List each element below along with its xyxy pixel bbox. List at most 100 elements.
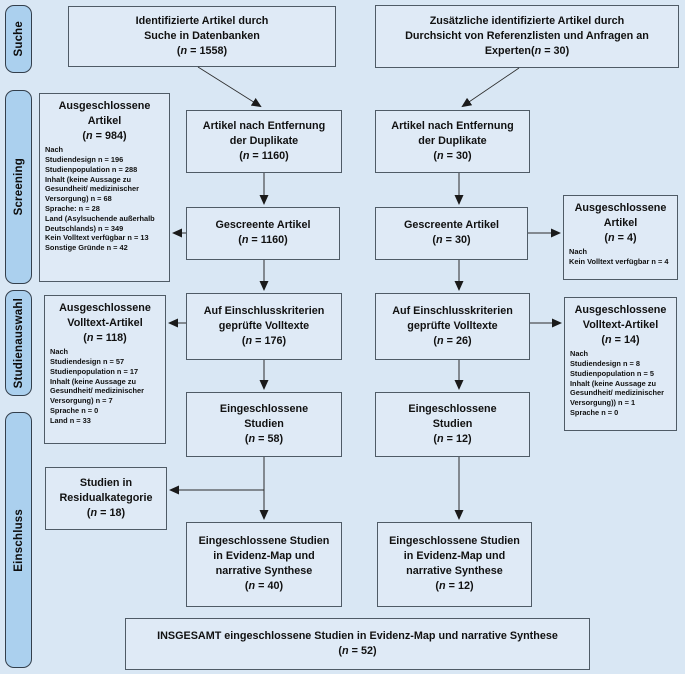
title-line: der Duplikate xyxy=(229,134,299,147)
detail-line: Inhalt (keine Aussage zu Gesundheit/ med… xyxy=(45,174,140,204)
box-title: Eingeschlossene Studien in Evidenz-Map un… xyxy=(199,534,330,579)
title-line: in Evidenz-Map und xyxy=(213,550,315,563)
detail-line: Nach xyxy=(50,347,69,357)
title-line: Artikel nach Entfernung xyxy=(202,119,326,132)
title-line: Artikel xyxy=(603,216,638,229)
title-line: Ausgeschlossene xyxy=(574,202,667,214)
title-line: Ausgeschlossene xyxy=(574,304,667,316)
box-count: (n = 176) xyxy=(241,334,287,347)
sidebar-tab-suche: Suche xyxy=(5,5,32,73)
detail-line: Nach xyxy=(570,349,589,359)
box-count: (n = 1160) xyxy=(238,234,288,247)
detail-line: Sonstige Gründe n = 42 xyxy=(45,243,128,253)
detail-line: Land n = 33 xyxy=(50,415,91,425)
box-total-included: INSGESAMT eingeschlossene Studien in Evi… xyxy=(125,618,590,670)
detail-line: Kein Volltext verfügbar n = 13 xyxy=(45,233,149,243)
title-line: Eingeschlossene xyxy=(408,402,497,415)
box-title: Auf Einschlusskriterien geprüfte Volltext… xyxy=(392,304,513,334)
box-additional-identified-articles: Zusätzliche identifizierte Artikel durch… xyxy=(375,5,679,68)
detail-line: Studienpopulation n = 5 xyxy=(570,368,654,378)
title-line: narrative Synthese xyxy=(215,565,313,578)
detail-line: Sprache: n = 28 xyxy=(45,204,100,214)
title-line: Eingeschlossene Studien xyxy=(389,535,520,548)
arrow-t2-b1 xyxy=(461,67,520,108)
box-evidence-map-left: Eingeschlossene Studien in Evidenz-Map un… xyxy=(186,522,342,607)
title-line: Ausgeschlossene xyxy=(59,302,151,314)
box-count: Experten(n = 30) xyxy=(484,44,570,57)
detail-line: Land (Asylsuchende außerhalb Deutschland… xyxy=(45,213,155,233)
detail-line: Studiendesign n = 57 xyxy=(50,357,125,367)
title-line: Eingeschlossene Studien xyxy=(198,535,330,548)
box-count: (n = 30) xyxy=(433,149,472,162)
detail-line: Inhalt (keine Aussage zu Gesundheit/ med… xyxy=(570,378,665,408)
box-count: (n = 984) xyxy=(82,129,127,142)
box-title: Artikel nach Entfernung der Duplikate xyxy=(391,119,513,149)
box-count: (n = 4) xyxy=(604,231,637,244)
title-line: Volltext-Artikel xyxy=(67,316,143,329)
box-count: (n = 14) xyxy=(601,333,640,346)
title-line: geprüfte Volltexte xyxy=(407,319,498,332)
detail-line: Studienpopulation n = 288 xyxy=(45,164,138,174)
title-line: Studien xyxy=(244,417,284,430)
detail-line: Studienpopulation n = 17 xyxy=(50,366,139,376)
box-after-duplicates-right: Artikel nach Entfernung der Duplikate (n … xyxy=(375,110,530,173)
title-line: Zusätzliche identifizierte Artikel durch xyxy=(429,14,625,27)
box-screened-articles-right: Gescreente Artikel (n = 30) xyxy=(375,207,528,260)
sidebar-tab-label: Einschluss xyxy=(12,508,25,572)
box-count: (n = 1558) xyxy=(176,44,228,57)
arrow-t1-a1 xyxy=(197,66,262,108)
sidebar-tab-studienauswahl: Studienauswahl xyxy=(5,290,32,396)
title-line: Volltext-Artikel xyxy=(582,318,659,331)
title-line: Ausgeschlossene xyxy=(58,100,151,112)
title-line: Eingeschlossene xyxy=(219,402,309,415)
box-count: (n = 18) xyxy=(86,506,126,519)
title-line: Artikel xyxy=(87,114,122,127)
title-line: der Duplikate xyxy=(418,134,487,147)
detail-line: Studiendesign n = 8 xyxy=(570,359,641,369)
box-title: Artikel nach Entfernung der Duplikate xyxy=(203,119,325,149)
title-line: Auf Einschlusskriterien xyxy=(203,304,325,317)
box-count: (n = 118) xyxy=(83,331,127,344)
box-title: Gescreente Artikel xyxy=(404,218,499,233)
box-count: (n = 40) xyxy=(244,580,284,593)
detail-line: Nach xyxy=(45,145,64,155)
detail-line: Kein Volltext verfügbar n = 4 xyxy=(569,257,669,267)
title-line: Residualkategorie xyxy=(59,491,153,504)
sidebar-tab-label: Suche xyxy=(12,21,25,57)
box-title: Gescreente Artikel xyxy=(215,218,310,233)
title-line: Durchsicht von Referenzlisten und Anfrag… xyxy=(405,29,649,42)
box-count: (n = 26) xyxy=(433,334,472,347)
title-line: Studien xyxy=(432,417,473,430)
sidebar-tab-einschluss: Einschluss xyxy=(5,412,32,668)
box-count: (n = 30) xyxy=(432,234,471,247)
detail-line: Nach xyxy=(569,247,588,257)
title-line: Artikel nach Entfernung xyxy=(391,119,514,132)
box-title: Zusätzliche identifizierte Artikel durch… xyxy=(405,14,649,44)
title-line: Auf Einschlusskriterien xyxy=(392,304,513,317)
title-line: Suche in Datenbanken xyxy=(144,29,260,42)
